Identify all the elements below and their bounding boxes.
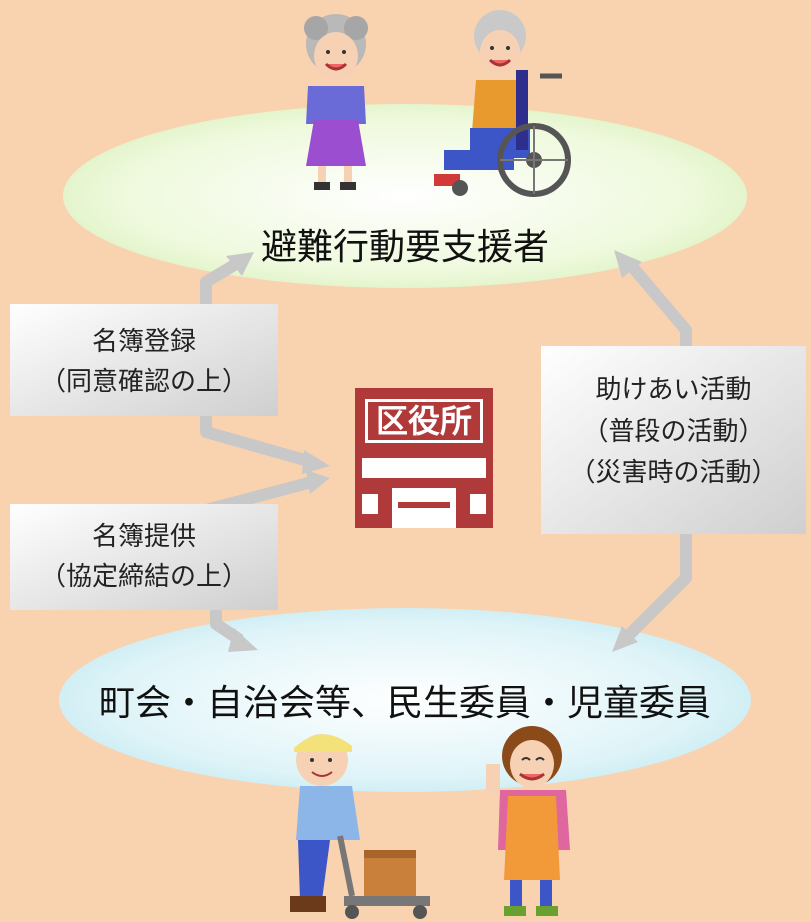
arrows — [200, 250, 692, 652]
provide-arrow-down — [210, 608, 244, 645]
register-line2: （同意確認の上） — [39, 367, 248, 398]
mutual-arrow-up — [625, 260, 692, 348]
wheelchair-man-icon — [434, 10, 571, 197]
register-arrow-up — [200, 258, 240, 305]
register-box — [10, 304, 278, 416]
bottom-group-ellipse — [59, 608, 751, 792]
provide-box-label: 名簿提供 （協定締結の上） — [10, 517, 278, 598]
office-label: 区役所 — [375, 402, 472, 440]
register-line1: 名簿登録 — [91, 327, 196, 357]
worker-with-cart-icon — [290, 734, 430, 919]
mutual-box-label: 助けあい活動 （普段の活動） （災害時の活動） — [541, 370, 806, 495]
provide-line2: （協定締結の上） — [39, 562, 248, 593]
elderly-woman-icon — [304, 14, 368, 190]
top-group-label: 避難行動要支援者 — [260, 227, 549, 268]
apron-woman-icon — [486, 726, 570, 916]
bottom-group-label: 町会・自治会等、民生委員・児童委員 — [98, 683, 711, 724]
mutual-line1: 助けあい活動 — [595, 375, 752, 405]
office-building-icon — [355, 388, 493, 528]
register-box-label: 名簿登録 （同意確認の上） — [10, 322, 278, 403]
top-group-ellipse — [63, 104, 747, 288]
provide-line1: 名簿提供 — [91, 522, 196, 552]
mutual-box — [541, 346, 806, 534]
mutual-line3: （災害時の活動） — [569, 458, 778, 489]
register-arrow-to-office — [200, 415, 314, 468]
mutual-line2: （普段の活動） — [582, 416, 765, 447]
provide-box — [10, 504, 278, 610]
mutual-arrow-down — [621, 534, 692, 643]
